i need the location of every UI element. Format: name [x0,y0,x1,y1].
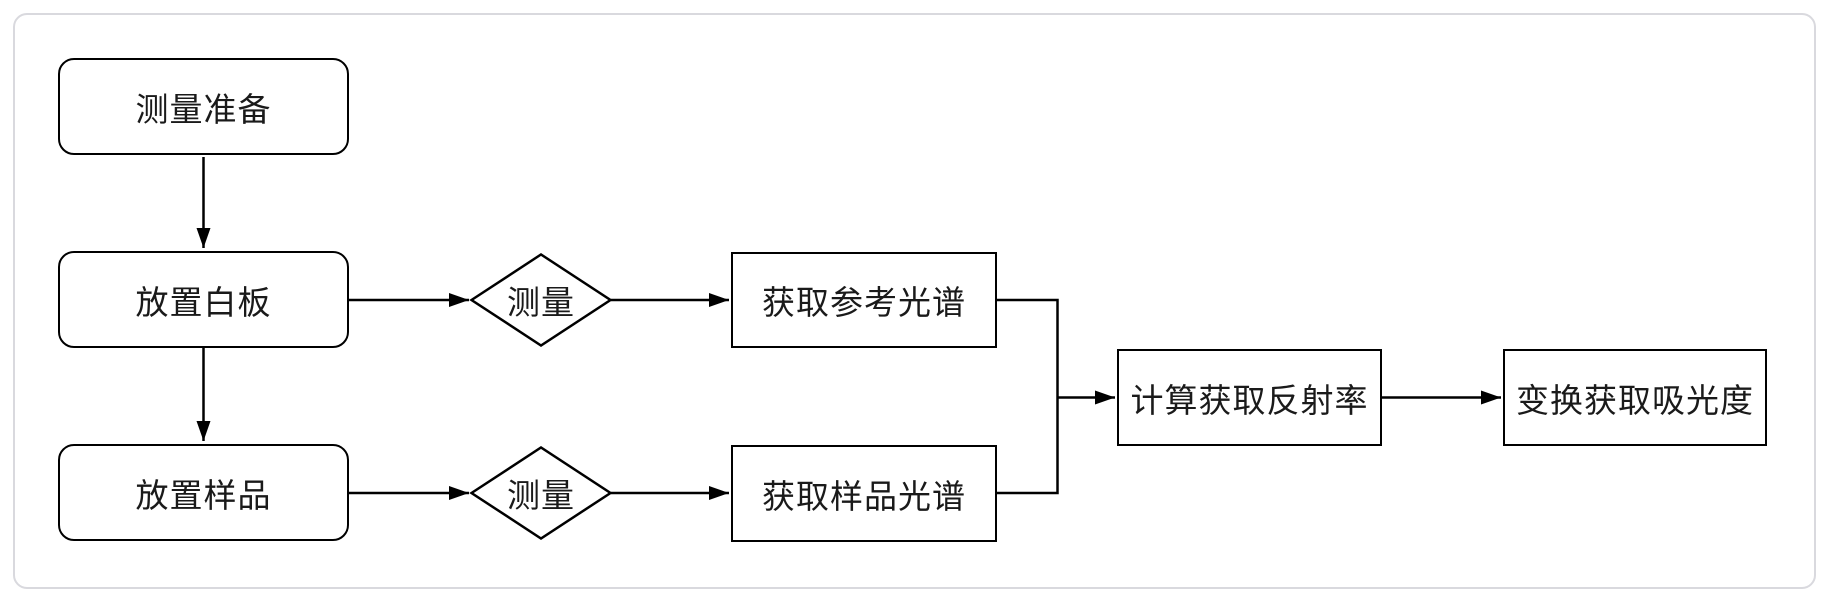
node-place-whiteboard: 放置白板 [58,251,349,348]
node-place-whiteboard-label: 放置白板 [135,283,272,321]
node-measure-sample-label: 测量 [507,477,575,514]
node-measure-whiteboard-label: 测量 [507,284,575,321]
node-transform-absorbance: 变换获取吸光度 [1503,349,1767,446]
node-reference-spectrum-label: 获取参考光谱 [762,284,966,321]
node-compute-reflectance: 计算获取反射率 [1117,349,1382,446]
node-measure-sample-decision: 测量 [469,445,613,541]
node-sample-spectrum-label: 获取样品光谱 [762,477,966,515]
node-place-sample-label: 放置样品 [135,476,272,514]
node-compute-reflectance-label: 计算获取反射率 [1130,381,1369,419]
diamond-shape [469,446,613,540]
node-sample-spectrum: 获取样品光谱 [731,445,997,542]
node-reference-spectrum: 获取参考光谱 [731,252,997,348]
node-place-sample: 放置样品 [58,444,349,541]
node-transform-absorbance-label: 变换获取吸光度 [1516,381,1754,419]
edge-merge-bracket [997,298,1059,495]
node-measure-preparation-label: 测量准备 [135,90,272,128]
diamond-shape [469,253,613,347]
node-measure-preparation: 测量准备 [58,58,349,155]
node-measure-whiteboard-decision: 测量 [469,252,613,348]
